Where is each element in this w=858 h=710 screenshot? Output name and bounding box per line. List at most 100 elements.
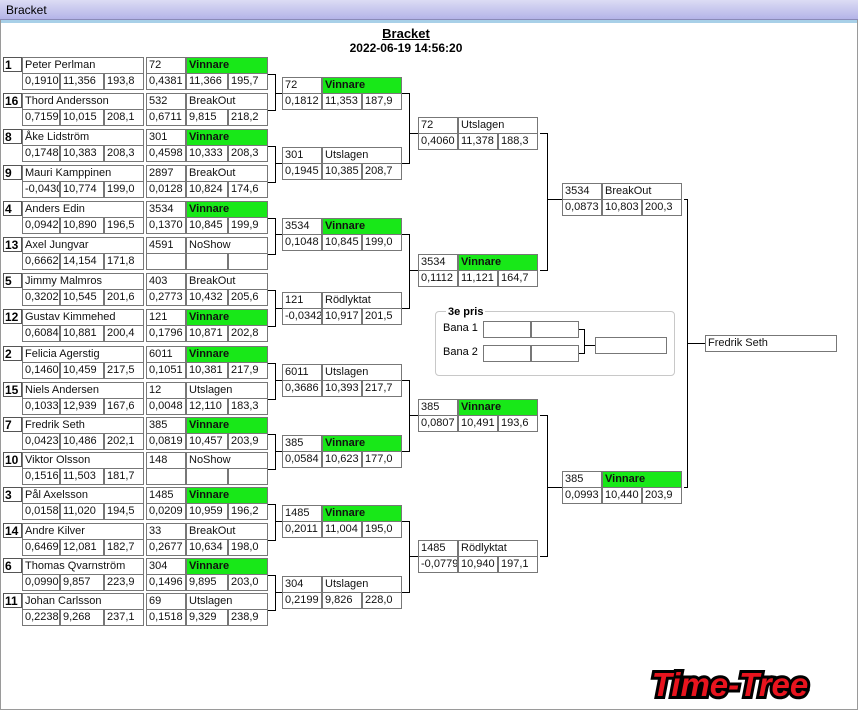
- driver-stat[interactable]: 11,356: [60, 73, 104, 90]
- heat-result[interactable]: Vinnare: [186, 346, 268, 363]
- heat-stat[interactable]: 10,393: [322, 380, 362, 397]
- heat-stat[interactable]: 218,2: [228, 109, 268, 126]
- heat-stat[interactable]: 0,0048: [146, 398, 186, 415]
- driver-stat[interactable]: 201,6: [104, 289, 144, 306]
- heat-result[interactable]: BreakOut: [602, 183, 682, 200]
- heat-stat[interactable]: 11,121: [458, 270, 498, 287]
- heat-stat[interactable]: [186, 253, 228, 270]
- driver-name[interactable]: Peter Perlman: [22, 57, 144, 74]
- driver-name[interactable]: Thomas Qvarnström: [22, 558, 144, 575]
- heat-stat[interactable]: 198,0: [228, 539, 268, 556]
- heat-stat[interactable]: 0,0128: [146, 181, 186, 198]
- heat-id[interactable]: 72: [146, 57, 186, 74]
- heat-stat[interactable]: 0,4598: [146, 145, 186, 162]
- heat-stat[interactable]: [186, 468, 228, 485]
- heat-stat[interactable]: 0,3686: [282, 380, 322, 397]
- driver-stat[interactable]: -0,0430: [22, 181, 60, 198]
- heat-stat[interactable]: 11,366: [186, 73, 228, 90]
- heat-id[interactable]: 72: [282, 77, 322, 94]
- heat-stat[interactable]: 0,2199: [282, 592, 322, 609]
- heat-stat[interactable]: 196,2: [228, 503, 268, 520]
- window-titlebar[interactable]: Bracket: [0, 0, 858, 20]
- heat-result[interactable]: NoShow: [186, 452, 268, 469]
- heat-id[interactable]: 1485: [418, 540, 458, 557]
- driver-stat[interactable]: 0,0942: [22, 217, 60, 234]
- heat-id[interactable]: 385: [418, 399, 458, 416]
- heat-stat[interactable]: 201,5: [362, 308, 402, 325]
- heat-stat[interactable]: 10,491: [458, 415, 498, 432]
- heat-stat[interactable]: 199,0: [362, 234, 402, 251]
- heat-stat[interactable]: 217,9: [228, 362, 268, 379]
- driver-name[interactable]: Axel Jungvar: [22, 237, 144, 254]
- heat-stat[interactable]: 0,1518: [146, 609, 186, 626]
- heat-result[interactable]: Vinnare: [458, 399, 538, 416]
- driver-name[interactable]: Niels Andersen: [22, 382, 144, 399]
- heat-stat[interactable]: 9,826: [322, 592, 362, 609]
- heat-result[interactable]: Utslagen: [186, 382, 268, 399]
- driver-stat[interactable]: 10,015: [60, 109, 104, 126]
- driver-stat[interactable]: 14,154: [60, 253, 104, 270]
- heat-stat[interactable]: 203,0: [228, 574, 268, 591]
- heat-stat[interactable]: 187,9: [362, 93, 402, 110]
- heat-result[interactable]: Utslagen: [322, 147, 402, 164]
- heat-id[interactable]: 69: [146, 593, 186, 610]
- heat-id[interactable]: 3534: [146, 201, 186, 218]
- heat-stat[interactable]: 9,895: [186, 574, 228, 591]
- heat-id[interactable]: 148: [146, 452, 186, 469]
- heat-stat[interactable]: 0,4381: [146, 73, 186, 90]
- heat-result[interactable]: Vinnare: [186, 417, 268, 434]
- heat-id[interactable]: 304: [146, 558, 186, 575]
- driver-stat[interactable]: 181,7: [104, 468, 144, 485]
- heat-stat[interactable]: -0,0342: [282, 308, 322, 325]
- driver-stat[interactable]: 217,5: [104, 362, 144, 379]
- heat-stat[interactable]: 199,9: [228, 217, 268, 234]
- heat-result[interactable]: Utslagen: [458, 117, 538, 134]
- heat-id[interactable]: 121: [282, 292, 322, 309]
- heat-stat[interactable]: 10,871: [186, 325, 228, 342]
- heat-id[interactable]: 6011: [282, 364, 322, 381]
- heat-id[interactable]: 385: [146, 417, 186, 434]
- third-lane2-field-b[interactable]: [531, 345, 579, 362]
- third-lane1-field-a[interactable]: [483, 321, 531, 338]
- driver-name[interactable]: Pål Axelsson: [22, 487, 144, 504]
- heat-stat[interactable]: 10,457: [186, 433, 228, 450]
- heat-stat[interactable]: 188,3: [498, 133, 538, 150]
- heat-stat[interactable]: 11,353: [322, 93, 362, 110]
- heat-stat[interactable]: 10,623: [322, 451, 362, 468]
- heat-result[interactable]: BreakOut: [186, 165, 268, 182]
- heat-result[interactable]: Utslagen: [322, 364, 402, 381]
- heat-stat[interactable]: [228, 468, 268, 485]
- heat-stat[interactable]: 11,378: [458, 133, 498, 150]
- driver-name[interactable]: Gustav Kimmehed: [22, 309, 144, 326]
- heat-stat[interactable]: 208,7: [362, 163, 402, 180]
- heat-id[interactable]: 403: [146, 273, 186, 290]
- heat-result[interactable]: BreakOut: [186, 93, 268, 110]
- heat-stat[interactable]: 0,1048: [282, 234, 322, 251]
- heat-stat[interactable]: 10,845: [322, 234, 362, 251]
- heat-result[interactable]: Vinnare: [186, 309, 268, 326]
- heat-stat[interactable]: 238,9: [228, 609, 268, 626]
- heat-stat[interactable]: 0,2773: [146, 289, 186, 306]
- driver-name[interactable]: Johan Carlsson: [22, 593, 144, 610]
- driver-stat[interactable]: 237,1: [104, 609, 144, 626]
- driver-stat[interactable]: 0,1460: [22, 362, 60, 379]
- heat-stat[interactable]: 0,2677: [146, 539, 186, 556]
- heat-result[interactable]: Vinnare: [322, 435, 402, 452]
- driver-stat[interactable]: 200,4: [104, 325, 144, 342]
- heat-stat[interactable]: 10,381: [186, 362, 228, 379]
- heat-stat[interactable]: 0,0819: [146, 433, 186, 450]
- heat-stat[interactable]: 200,3: [642, 199, 682, 216]
- heat-stat[interactable]: 0,1796: [146, 325, 186, 342]
- heat-stat[interactable]: 0,2011: [282, 521, 322, 538]
- heat-result[interactable]: Vinnare: [186, 57, 268, 74]
- heat-stat[interactable]: 10,440: [602, 487, 642, 504]
- heat-result[interactable]: Vinnare: [186, 487, 268, 504]
- heat-stat[interactable]: 0,4060: [418, 133, 458, 150]
- heat-stat[interactable]: 0,6711: [146, 109, 186, 126]
- heat-stat[interactable]: [146, 253, 186, 270]
- heat-stat[interactable]: [228, 253, 268, 270]
- heat-id[interactable]: 304: [282, 576, 322, 593]
- heat-stat[interactable]: 205,6: [228, 289, 268, 306]
- driver-stat[interactable]: 12,081: [60, 539, 104, 556]
- heat-stat[interactable]: 202,8: [228, 325, 268, 342]
